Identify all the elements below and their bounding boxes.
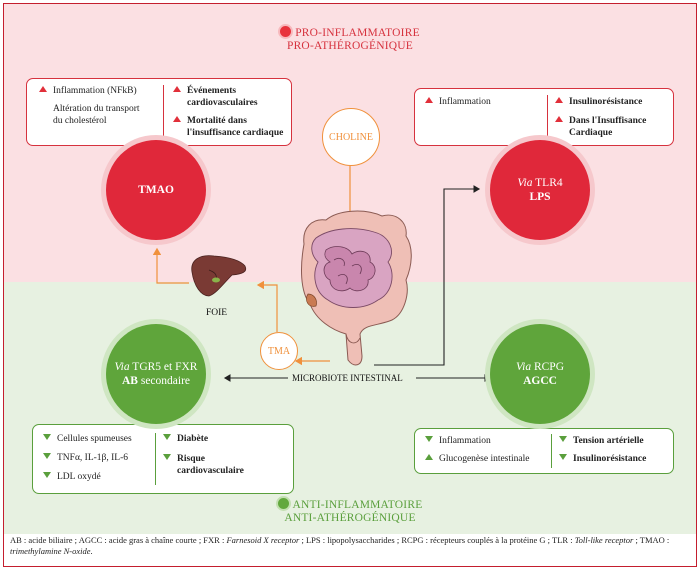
increase-icon [425,454,433,460]
increase-icon [173,116,181,122]
effect-item: TNFα, IL-1β, IL-6 [43,452,128,464]
separator [551,434,552,468]
tmao-effects-box: Inflammation (NFkB) Altération du transp… [26,78,292,146]
connector-arrows [152,166,492,382]
tma-circle: TMA [260,332,298,370]
effect-item: Insulinorésistance [559,453,646,465]
choline-circle: CHOLINE [322,108,380,166]
header-line-1: ANTI-INFLAMMATOIRE [292,499,423,511]
green-dot-icon [277,498,289,509]
decrease-icon [163,454,171,460]
tmao-circle: TMAO [106,140,206,240]
separator [547,95,548,139]
decrease-icon [43,453,51,459]
effect-item: Inflammation [425,435,491,447]
effect-item: Insulinorésistance [555,96,642,108]
effect-item: Inflammation (NFkB) [39,85,137,97]
decrease-icon [559,436,567,442]
increase-icon [39,86,47,92]
arrow-tma-foie [256,280,278,332]
liver-illustration [191,255,247,297]
decrease-icon [163,434,171,440]
increase-icon [555,97,563,103]
header-line-2: PRO-ATHÉROGÉNIQUE [286,40,414,52]
increase-icon [425,97,433,103]
ab-circle: Via TGR5 et FXR AB secondaire [106,324,206,424]
microbiote-label: MICROBIOTE INTESTINAL [292,373,403,383]
abbreviations-caption: AB : acide biliaire ; AGCC : acide gras … [10,535,670,556]
effect-item: Diabète [163,433,208,445]
lps-circle: Via TLR4 LPS [490,140,590,240]
decrease-icon [425,436,433,442]
decrease-icon [43,434,51,440]
header-line-1: PRO-INFLAMMATOIRE [295,27,420,39]
lps-effects-box: Inflammation Insulinorésistance Dans l'I… [414,88,674,146]
effect-item: Altération du transport [53,104,140,114]
effect-item: du cholestérol [53,116,107,126]
arrow-intestine-lps [374,185,481,366]
ab-effects-box: Cellules spumeuses TNFα, IL-1β, IL-6 LDL… [32,424,294,494]
arrow-foie-tmao [152,247,189,284]
intestine-illustration [301,210,412,366]
effect-item: LDL oxydé [43,471,101,483]
header-line-2: ANTI-ATHÉROGÉNIQUE [284,512,416,524]
effect-item: cardiovasculaires [187,98,258,108]
effect-item: Risque [163,453,205,465]
effect-item: Glucogenèse intestinale [425,453,529,465]
foie-label: FOIE [206,308,228,318]
red-dot-icon [280,26,292,37]
increase-icon [173,86,181,92]
figure-frame: PRO-INFLAMMATOIRE PRO-ATHÉROGÉNIQUE ANTI… [3,3,697,567]
effect-item: Inflammation [425,96,491,108]
agcc-circle: Via RCPG AGCC [490,324,590,424]
decrease-icon [43,472,51,478]
increase-icon [555,116,563,122]
effect-item: Cellules spumeuses [43,433,132,445]
separator [155,433,156,485]
effect-item: cardiovasculaire [177,466,244,476]
effect-item: Tension artérielle [559,435,644,447]
decrease-icon [559,454,567,460]
effect-item: Dans l'Insuffisance [555,115,646,127]
anti-inflammatory-header: ANTI-INFLAMMATOIRE ANTI-ATHÉROGÉNIQUE [4,498,696,525]
effect-item: Événements [173,85,236,97]
effect-item: Mortalité dans [173,115,247,127]
pro-inflammatory-header: PRO-INFLAMMATOIRE PRO-ATHÉROGÉNIQUE [4,26,696,53]
effect-item: l'insuffisance cardiaque [187,128,284,138]
agcc-effects-box: Inflammation Glucogenèse intestinale Ten… [414,428,674,474]
effect-item: Cardiaque [569,128,613,138]
separator [163,85,164,139]
